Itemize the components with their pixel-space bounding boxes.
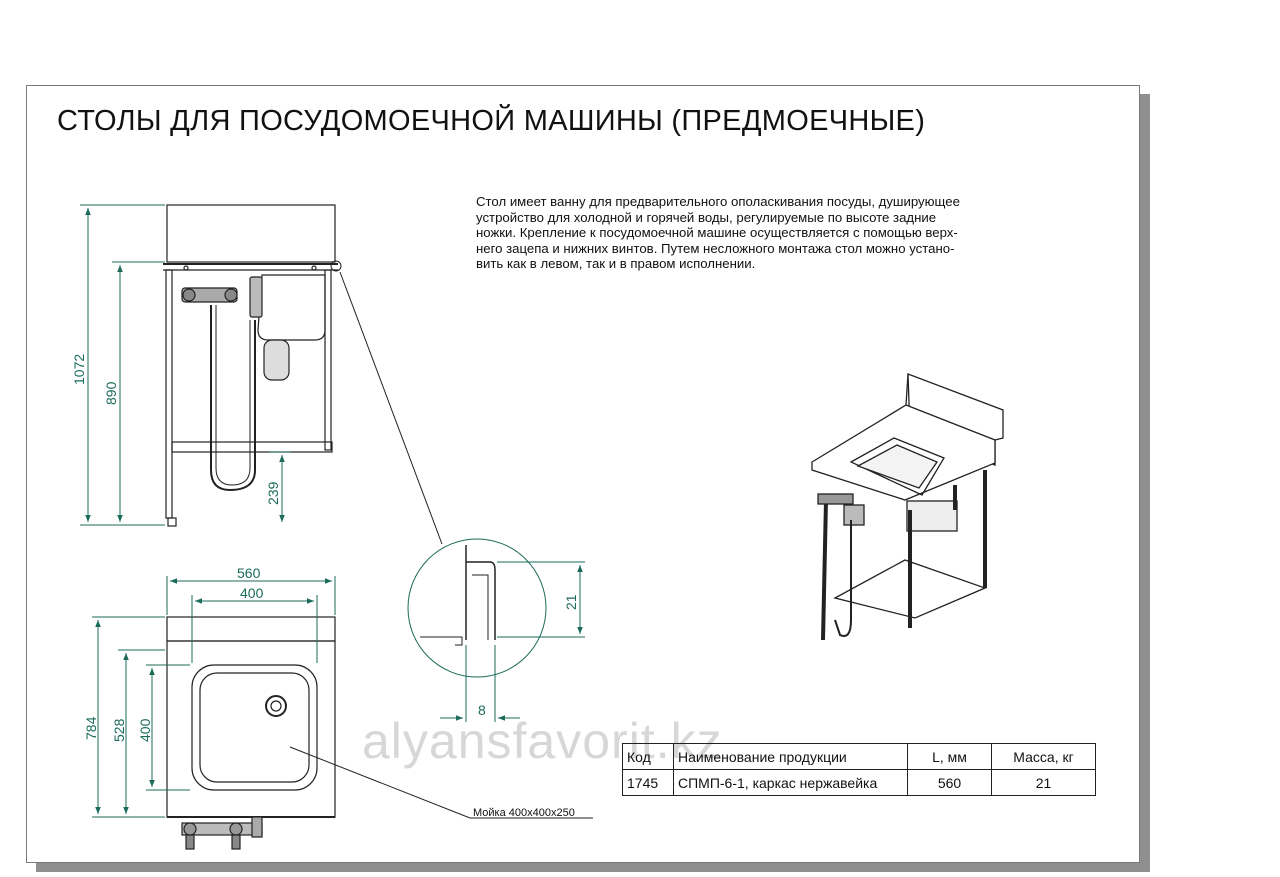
- description-line: Стол имеет ванну для предварительного оп…: [476, 194, 960, 209]
- sink-leader: [289, 746, 593, 819]
- isometric-view: [811, 373, 1004, 641]
- table-header: L, мм: [907, 743, 992, 770]
- table-cell: 21: [991, 769, 1096, 796]
- description-line: вить как в левом, так и в правом исполне…: [476, 256, 756, 272]
- description-line: ножки. Крепление к посудомоечной машине …: [476, 225, 958, 241]
- description-line: устройство для холодной и горячей воды, …: [476, 209, 937, 225]
- detail-dimensions: [440, 561, 585, 722]
- dim-height-table: 890: [103, 381, 119, 405]
- table-header: Код: [622, 743, 674, 770]
- dim-detail-width: 8: [478, 702, 486, 718]
- top-dimensions: [92, 576, 336, 818]
- description: Стол имеет ванну для предварительного оп…: [476, 194, 1076, 272]
- table-row: 1745 СПМП-6-1, каркас нержавейка 560 21: [622, 769, 1096, 796]
- dim-width-sink: 400: [240, 585, 264, 601]
- page-title: СТОЛЫ ДЛЯ ПОСУДОМОЕЧНОЙ МАШИНЫ (ПРЕДМОЕЧ…: [57, 105, 926, 137]
- sink-label: Мойка 400х400х250: [473, 807, 575, 819]
- description-line: него зацепа и нижних винтов. Путем несло…: [476, 240, 955, 256]
- dim-width-total: 560: [237, 565, 261, 581]
- front-view: [163, 204, 338, 527]
- dim-depth-total: 784: [83, 716, 99, 740]
- table-cell: 560: [907, 769, 992, 796]
- dim-depth-inner: 528: [111, 718, 127, 742]
- table-header: Масса, кг: [991, 743, 1096, 770]
- dim-depth-sink: 400: [137, 718, 153, 742]
- top-view: [166, 616, 336, 850]
- table-header-row: Код Наименование продукции L, мм Масса, …: [622, 743, 1096, 770]
- detail-view: [330, 260, 547, 678]
- spec-table: Код Наименование продукции L, мм Масса, …: [622, 743, 1096, 796]
- table-header: Наименование продукции: [673, 743, 908, 770]
- front-dimensions: [80, 204, 290, 526]
- dim-height-total: 1072: [71, 354, 87, 385]
- dim-detail-height: 21: [563, 594, 579, 610]
- table-cell: 1745: [622, 769, 674, 796]
- dim-shelf-height: 239: [265, 481, 281, 505]
- table-cell: СПМП-6-1, каркас нержавейка: [673, 769, 908, 796]
